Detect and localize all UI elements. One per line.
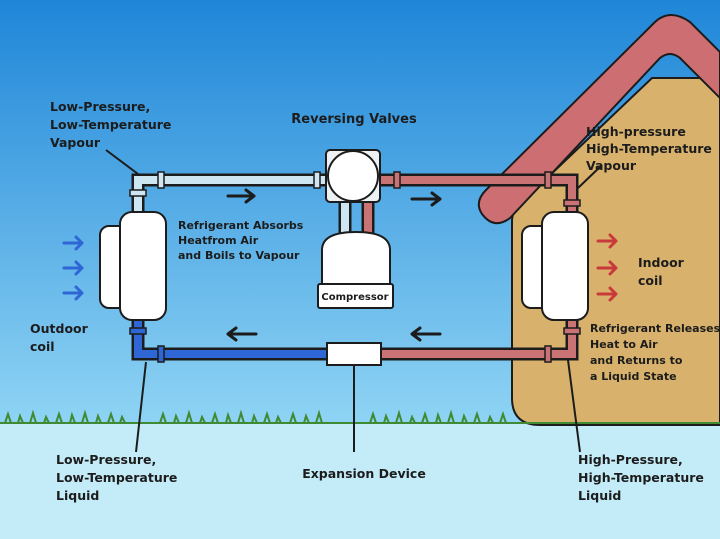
expansion-device-label: Expansion Device bbox=[302, 466, 426, 481]
cold-air-arrows bbox=[62, 235, 84, 301]
indoor-coil-label: Indoor coil bbox=[638, 255, 688, 288]
house-roof bbox=[477, 14, 720, 225]
indoor-coil bbox=[521, 211, 589, 321]
reversing-valves-label: Reversing Valves bbox=[291, 112, 417, 127]
expansion-device bbox=[326, 342, 382, 366]
reversing-valve bbox=[325, 149, 381, 203]
outdoor-coil bbox=[99, 211, 167, 321]
low-pressure-liquid-label: Low-Pressure, Low-Temperature Liquid bbox=[56, 452, 182, 503]
cold-air-arrow bbox=[62, 260, 84, 276]
low-pressure-vapour-pipe bbox=[134, 176, 330, 218]
compressor: Compressor bbox=[317, 230, 394, 309]
refrigerant-releases-label: Refrigerant Releases Heat to Air and Ret… bbox=[590, 322, 720, 383]
warm-air-arrows bbox=[596, 233, 618, 302]
cold-air-arrow bbox=[62, 235, 84, 251]
pointer-lines bbox=[105, 149, 603, 453]
flow-arrow-right-top-right bbox=[410, 191, 442, 207]
flow-arrows bbox=[226, 188, 442, 342]
low-pressure-vapour-label: Low-Pressure, Low-Temperature Vapour bbox=[50, 99, 176, 150]
flow-arrow-right-top-left bbox=[226, 188, 256, 204]
cold-air-arrow bbox=[62, 285, 84, 301]
ground bbox=[0, 422, 720, 539]
grass bbox=[0, 409, 720, 424]
high-pressure-liquid-label: High-Pressure, High-Temperature Liquid bbox=[578, 452, 708, 503]
flow-arrow-left-bottom-left bbox=[226, 326, 258, 342]
warm-air-arrow bbox=[596, 233, 618, 249]
warm-air-arrow bbox=[596, 260, 618, 276]
refrigerant-absorbs-label: Refrigerant Absorbs Heatfrom Air and Boi… bbox=[178, 219, 307, 262]
outdoor-coil-label: Outdoor coil bbox=[30, 321, 92, 354]
compressor-label: Compressor bbox=[321, 292, 388, 303]
pipe-joints bbox=[129, 171, 581, 363]
warm-air-arrow bbox=[596, 286, 618, 302]
high-pressure-vapour-label: High-pressure High-Temperature Vapour bbox=[586, 124, 716, 173]
flow-arrow-left-bottom-right bbox=[410, 326, 442, 342]
